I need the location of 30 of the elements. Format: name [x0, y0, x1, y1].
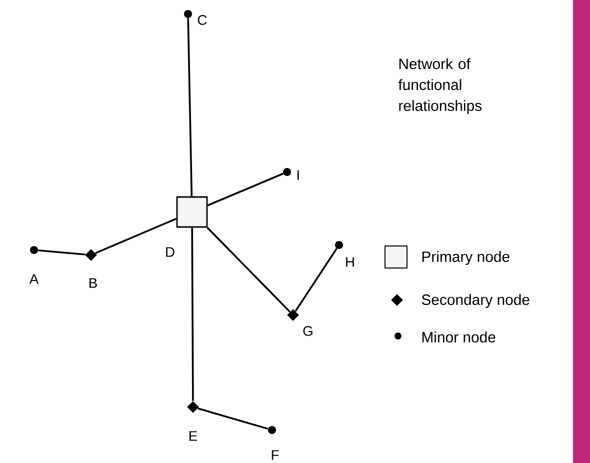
connector-line — [38, 249, 86, 256]
legend-label: Secondary node — [422, 294, 530, 308]
connector-line — [207, 172, 284, 206]
node-letter: G — [303, 326, 312, 336]
secondary-node-diamond — [85, 249, 97, 261]
node-letter: A — [29, 274, 39, 284]
minor-node-dot — [184, 10, 192, 18]
connector-line — [294, 248, 338, 312]
connector-line — [198, 408, 268, 430]
connector-line — [206, 227, 291, 312]
secondary-node-diamond — [187, 401, 199, 413]
minor-node-dot — [335, 241, 343, 249]
minor-node-dot — [30, 246, 38, 254]
connector-line — [191, 228, 194, 401]
node-letter: H — [346, 257, 354, 267]
node-letter: E — [190, 431, 198, 441]
minor-node-dot — [268, 426, 276, 434]
connector-line — [187, 18, 193, 196]
legend-label: Primary node — [422, 251, 510, 265]
connector-line — [95, 218, 177, 254]
secondary-node-diamond — [287, 309, 299, 321]
primary-node-square — [176, 196, 208, 228]
minor-node-dot — [283, 168, 291, 176]
title: Network of functional relationships — [398, 58, 482, 114]
node-letter: F — [272, 450, 279, 460]
node-letter: C — [198, 15, 207, 25]
node-letter: I — [297, 170, 299, 180]
node-letter: D — [166, 247, 174, 257]
node-letter: B — [90, 278, 97, 288]
legend-label: Minor node — [422, 332, 496, 342]
